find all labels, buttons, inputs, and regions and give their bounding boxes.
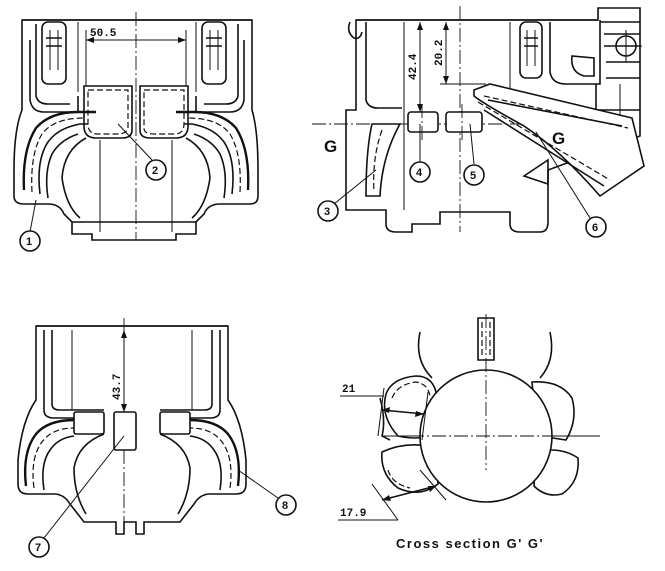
dim-20-2: 20.2	[434, 40, 446, 66]
dim-42-4: 42.4	[408, 53, 420, 80]
view-cross-section: 21 17.9 Cross section G' G'	[338, 314, 600, 551]
section-label-g-right: G	[552, 129, 565, 148]
callout-5: 5	[470, 170, 476, 182]
callout-7: 7	[35, 542, 41, 554]
view-top-right: 42.4 20.2 G G 3 4 5 6	[312, 6, 645, 238]
cross-section-caption: Cross section G' G'	[396, 536, 544, 551]
dim-17-9: 17.9	[340, 508, 366, 520]
dim-21: 21	[342, 384, 356, 396]
callout-4: 4	[416, 167, 423, 179]
section-label-g-left: G	[324, 137, 337, 156]
view-bottom-left: 43.7 7 8	[17, 318, 297, 558]
dim-43-7: 43.7	[112, 374, 124, 400]
callout-8: 8	[282, 500, 288, 512]
callout-3: 3	[324, 206, 330, 218]
view-top-left: 50.5 1 2	[13, 12, 259, 252]
callout-1: 1	[26, 236, 32, 248]
dim-50-5: 50.5	[90, 28, 117, 40]
callout-2: 2	[152, 165, 158, 177]
callout-6: 6	[592, 222, 598, 234]
